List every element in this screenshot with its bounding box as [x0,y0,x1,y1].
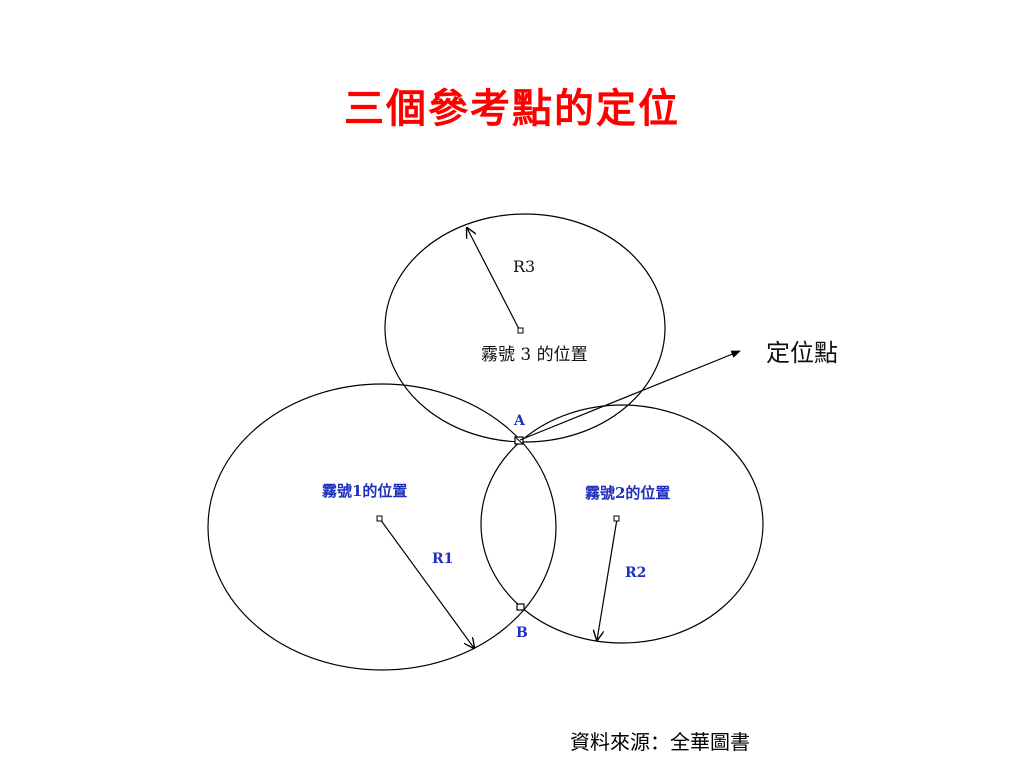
locating-point-arrow [519,350,741,441]
source-credit: 資料來源：全華圖書 [570,730,750,754]
label-point-b: B [516,625,528,641]
circle-satellite-3 [384,213,666,443]
center-marker-satellite-2 [613,515,620,522]
circle-satellite-1 [207,383,557,671]
label-point-a: A [513,413,526,429]
label-satellite-2-position: 霧號2的位置 [585,484,670,502]
label-r1: R1 [432,551,453,567]
slide-title: 三個參考點的定位 [344,85,680,132]
radius-line-r2 [597,518,618,640]
circle-satellite-2 [480,404,764,644]
center-marker-satellite-3 [517,327,524,334]
label-r2: R2 [625,565,646,581]
point-b-marker [516,603,525,611]
label-satellite-3-position: 霧號 3 的位置 [481,345,588,365]
label-satellite-1-position: 霧號1的位置 [322,482,407,500]
radius-line-r3 [467,228,521,332]
center-marker-satellite-1 [376,515,383,522]
label-locating-point: 定位點 [766,339,838,367]
label-r3: R3 [513,257,535,276]
radius-line-r1 [379,518,474,648]
